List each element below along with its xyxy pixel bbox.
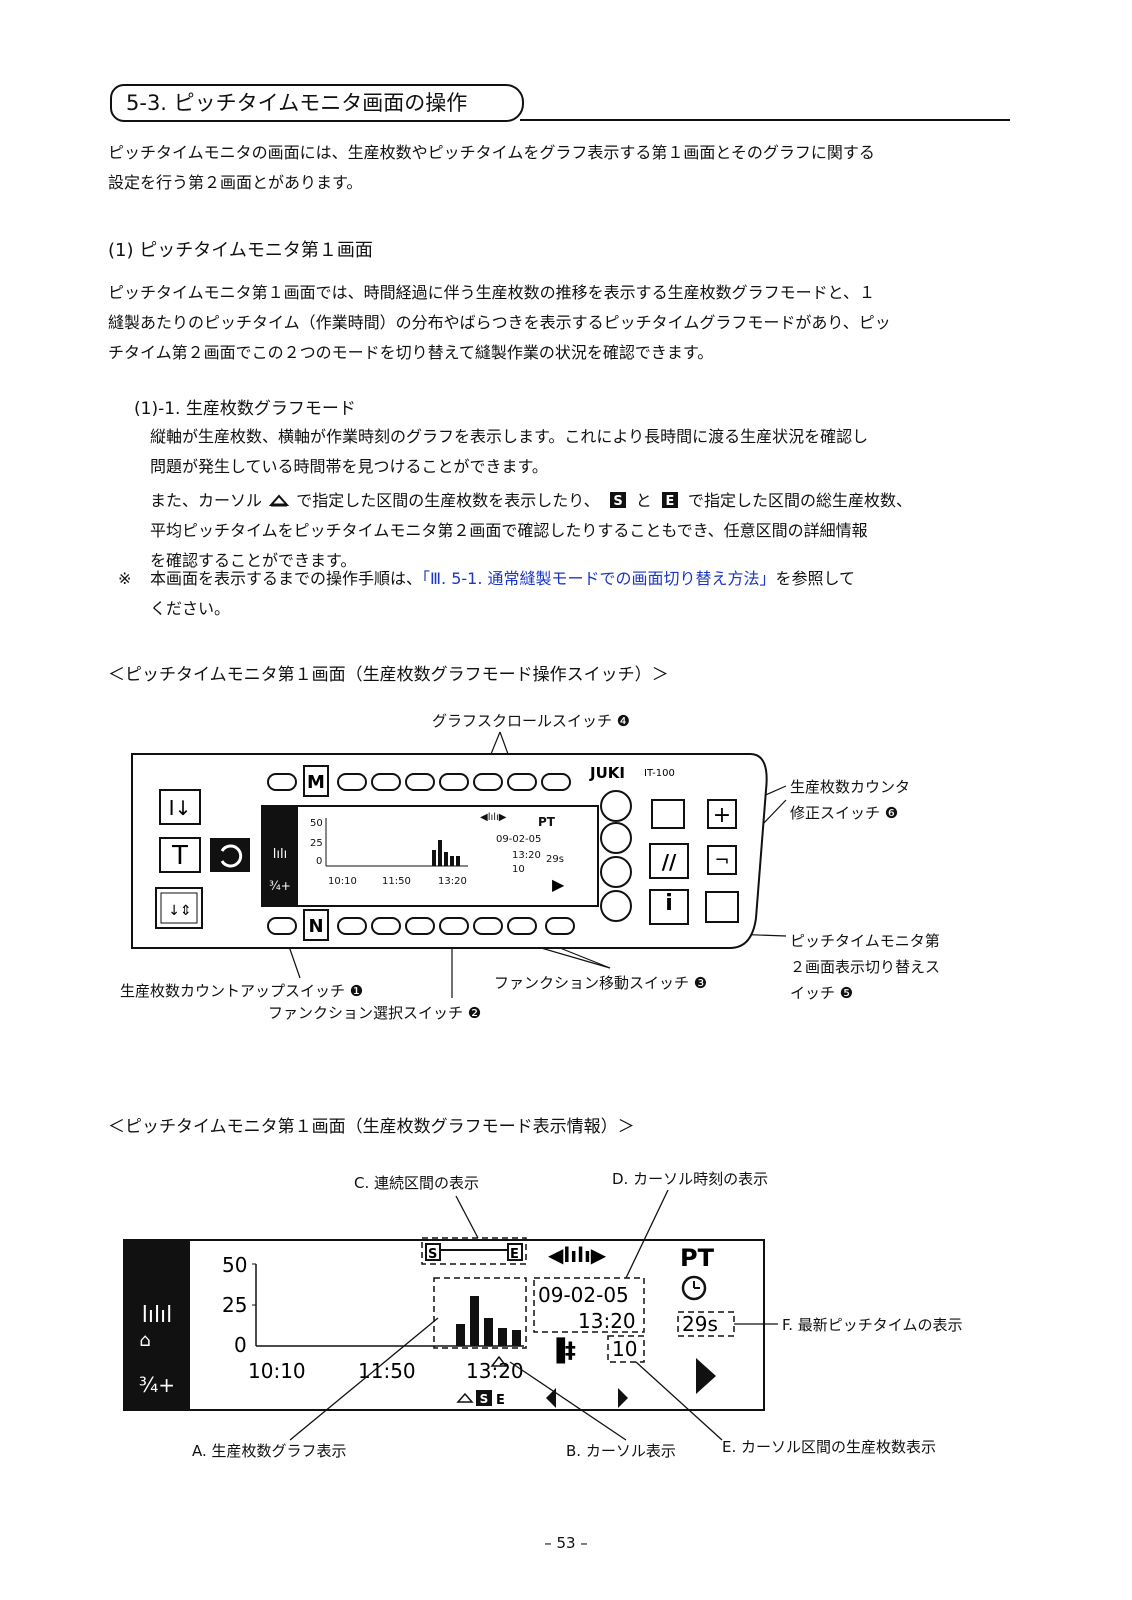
page-number: – 53 – xyxy=(544,1534,588,1552)
svg-text:¾+: ¾+ xyxy=(139,1373,175,1397)
para-line: チタイム第２画面でこの２つのモードを切り替えて縫製作業の状況を確認できます。 xyxy=(108,343,714,362)
svg-text:¾+: ¾+ xyxy=(269,879,291,893)
title-rule xyxy=(520,119,1010,121)
lcd-time: 13:20 xyxy=(578,1309,636,1333)
para-line-cursor: また、カーソル で指定した区間の生産枚数を表示したり、 S と E で指定した区… xyxy=(150,486,912,516)
para-line: 縫製あたりのピッチタイム（作業時間）の分布やばらつきを表示するピッチタイムグラフ… xyxy=(108,313,891,332)
label-a: A. 生産枚数グラフ表示 xyxy=(192,1442,347,1460)
intro-line: ピッチタイムモニタの画面には、生産枚数やピッチタイムをグラフ表示する第１画面とそ… xyxy=(108,143,875,162)
s-mark-icon: S xyxy=(609,492,626,509)
label-e: E. カーソル区間の生産枚数表示 xyxy=(722,1438,937,1456)
y-tick-25: 25 xyxy=(222,1293,247,1317)
svg-text:i: i xyxy=(665,891,673,916)
subsubsection-title: (1)-1. 生産枚数グラフモード xyxy=(134,399,356,419)
counter-fix-label-2: 修正スイッチ ❻ xyxy=(790,804,899,822)
lcd-e-mark: E xyxy=(510,1247,519,1262)
svg-text:10:10: 10:10 xyxy=(328,876,357,887)
svg-text:◀lılı▶: ◀lılı▶ xyxy=(480,812,507,823)
note-text: 本画面を表示するまでの操作手順は、 xyxy=(150,569,423,588)
figure-caption-1: ＜ピッチタイムモニタ第１画面（生産枚数グラフモード操作スイッチ）＞ xyxy=(108,665,669,685)
screen2-label-1: ピッチタイムモニタ第 xyxy=(790,932,940,950)
svg-text:▐‡: ▐‡ xyxy=(548,1337,576,1364)
svg-text:I↓: I↓ xyxy=(169,796,192,820)
text: で指定した区間の生産枚数を表示したり、 xyxy=(296,491,600,510)
svg-text:PT: PT xyxy=(538,815,556,829)
svg-text:¬: ¬ xyxy=(714,850,729,871)
lcd-pt: PT xyxy=(680,1244,715,1272)
text: と xyxy=(635,491,652,510)
para-line: ピッチタイムモニタ第１画面では、時間経過に伴う生産枚数の推移を表示する生産枚数グ… xyxy=(108,283,876,302)
svg-text:↓⇕: ↓⇕ xyxy=(168,903,191,919)
lcd-count: 10 xyxy=(612,1337,637,1361)
func-select-label: ファンクション選択スイッチ ❷ xyxy=(268,1004,482,1022)
para-line: を確認することができます。 xyxy=(150,551,357,570)
svg-text:29s: 29s xyxy=(546,854,564,865)
label-c: C. 連続区間の表示 xyxy=(354,1174,480,1192)
svg-text:09-02-05: 09-02-05 xyxy=(496,834,541,845)
svg-text:lılıl: lılıl xyxy=(142,1303,173,1328)
note-text: を参照して xyxy=(775,569,856,588)
svg-text:JUKI: JUKI xyxy=(589,764,625,782)
svg-text:◀lılı▶: ◀lılı▶ xyxy=(548,1243,607,1267)
screen2-label-2: ２画面表示切り替えス xyxy=(790,958,941,976)
svg-text:11:50: 11:50 xyxy=(382,876,411,887)
svg-text:E: E xyxy=(496,1393,505,1408)
graph-scroll-label: グラフスクロールスイッチ ❹ xyxy=(432,712,631,730)
note-line: ください。 xyxy=(150,599,231,618)
y-tick-0: 0 xyxy=(234,1333,247,1357)
lcd-pitch: 29s xyxy=(682,1312,718,1336)
svg-text:M: M xyxy=(307,772,325,793)
note-line: 本画面を表示するまでの操作手順は、「Ⅲ. 5-1. 通常縫製モードでの画面切り替… xyxy=(150,564,855,594)
para-line: 問題が発生している時間帯を見つけることができます。 xyxy=(150,457,548,476)
para-line: 縦軸が生産枚数、横軸が作業時刻のグラフを表示します。これにより長時間に渡る生産状… xyxy=(150,427,869,446)
count-up-label: 生産枚数カウントアップスイッチ ❶ xyxy=(120,982,364,1000)
svg-text:N: N xyxy=(308,916,323,937)
e-mark-icon: E xyxy=(661,492,678,509)
svg-text:+: + xyxy=(713,803,731,828)
svg-text:13:20: 13:20 xyxy=(512,850,541,861)
counter-fix-label-1: 生産枚数カウンタ xyxy=(790,778,911,796)
svg-text:lılı: lılı xyxy=(273,847,287,862)
svg-text:▶: ▶ xyxy=(552,875,565,894)
label-d: D. カーソル時刻の表示 xyxy=(612,1170,769,1188)
text: また、カーソル xyxy=(150,491,263,510)
svg-text:10: 10 xyxy=(512,864,525,875)
lcd-s-mark: S xyxy=(428,1247,437,1262)
svg-text:E: E xyxy=(665,494,674,509)
cursor-icon xyxy=(268,494,290,507)
subsection-title: (1) ピッチタイムモニタ第１画面 xyxy=(108,240,373,261)
note-mark: ※ xyxy=(118,569,132,588)
svg-text:13:20: 13:20 xyxy=(438,876,467,887)
screen2-label-3: イッチ ❺ xyxy=(790,984,854,1002)
label-f: F. 最新ピッチタイムの表示 xyxy=(782,1316,963,1334)
x-tick-3: 13:20 xyxy=(466,1359,524,1383)
text: で指定した区間の総生産枚数、 xyxy=(687,491,912,510)
reference-link[interactable]: 「Ⅲ. 5-1. 通常縫製モードでの画面切り替え方法」 xyxy=(422,569,776,588)
func-move-label: ファンクション移動スイッチ ❸ xyxy=(494,974,708,992)
svg-text:IT-100: IT-100 xyxy=(644,768,675,779)
svg-text:T: T xyxy=(171,841,188,871)
label-b: B. カーソル表示 xyxy=(566,1442,676,1460)
intro-paragraph: ピッチタイムモニタの画面には、生産枚数やピッチタイムをグラフ表示する第１画面とそ… xyxy=(108,138,875,198)
subsubsection-paragraph: 縦軸が生産枚数、横軸が作業時刻のグラフを表示します。これにより長時間に渡る生産状… xyxy=(150,422,912,576)
para-line: 平均ピッチタイムをピッチタイムモニタ第２画面で確認したりすることもでき、任意区間… xyxy=(150,521,868,540)
svg-text://: // xyxy=(662,850,677,874)
intro-line: 設定を行う第２画面とがあります。 xyxy=(108,173,363,192)
figure-caption-2: ＜ピッチタイムモニタ第１画面（生産枚数グラフモード表示情報）＞ xyxy=(108,1117,635,1137)
section-title: 5-3. ピッチタイムモニタ画面の操作 xyxy=(110,84,524,122)
svg-text:0: 0 xyxy=(316,856,322,867)
subsection-paragraph: ピッチタイムモニタ第１画面では、時間経過に伴う生産枚数の推移を表示する生産枚数グ… xyxy=(108,278,891,368)
x-tick-1: 10:10 xyxy=(248,1359,306,1383)
svg-text:S: S xyxy=(613,494,622,509)
note: 本画面を表示するまでの操作手順は、「Ⅲ. 5-1. 通常縫製モードでの画面切り替… xyxy=(150,564,855,624)
svg-text:S: S xyxy=(480,1392,489,1406)
lcd-date: 09-02-05 xyxy=(538,1283,629,1307)
svg-text:⌂: ⌂ xyxy=(139,1330,150,1351)
x-tick-2: 11:50 xyxy=(358,1359,416,1383)
svg-text:25: 25 xyxy=(310,838,323,849)
svg-text:50: 50 xyxy=(310,818,323,829)
y-tick-50: 50 xyxy=(222,1253,247,1277)
